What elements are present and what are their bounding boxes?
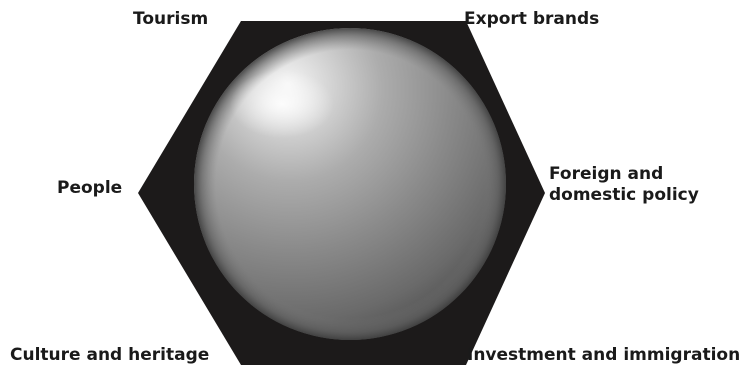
label-people: People: [57, 178, 123, 198]
sphere-rim-shading: [194, 28, 506, 340]
label-culture-heritage: Culture and heritage: [10, 345, 210, 365]
label-investment-immigration: Investment and immigration: [467, 345, 741, 365]
label-tourism: Tourism: [133, 9, 209, 29]
label-policy-line-1: Foreign and: [549, 164, 664, 184]
label-policy-line-2: domestic policy: [549, 185, 699, 205]
sphere-highlight: [230, 70, 334, 138]
label-export-brands: Export brands: [464, 9, 600, 29]
label-foreign-domestic-policy: Foreign and domestic policy: [549, 164, 699, 206]
